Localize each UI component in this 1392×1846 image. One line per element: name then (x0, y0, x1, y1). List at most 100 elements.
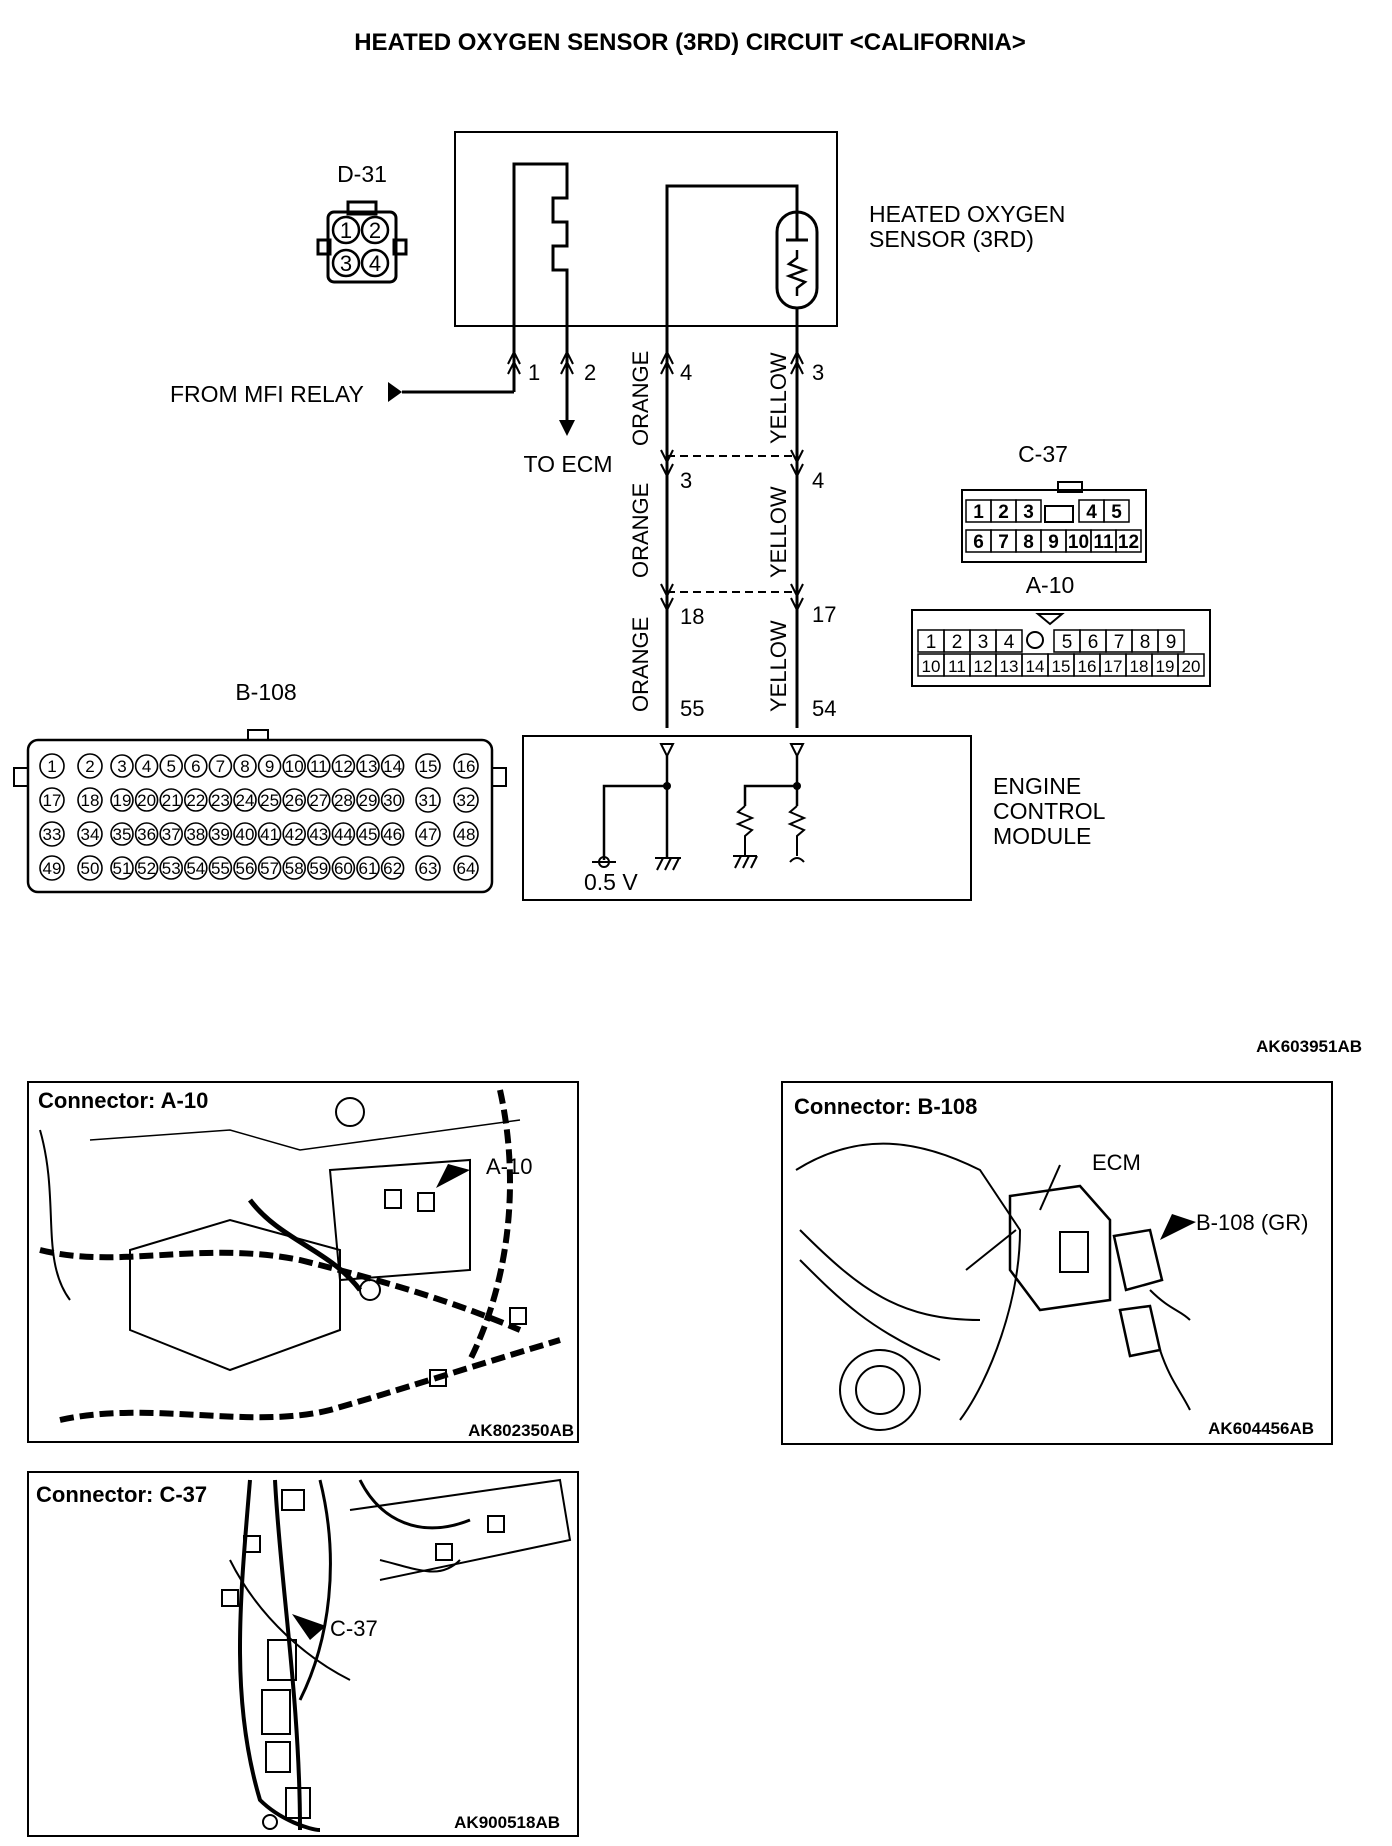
b108-pin (415, 787, 441, 813)
b108-pin-number: 40 (236, 825, 255, 844)
c37-pin-number: 11 (1093, 532, 1114, 553)
b108-pin-number: 55 (211, 859, 230, 878)
yellow-wire: YELLOW YELLOW YELLOW 3 4 17 54 (766, 349, 836, 728)
b108-pin (453, 855, 479, 881)
b108-pin-number: 26 (285, 791, 304, 810)
to-ecm-feed: 2 TO ECM (523, 349, 613, 477)
b108-pin-number: 54 (186, 859, 205, 878)
b108-pin (306, 754, 331, 778)
c37-pin-number: 3 (1023, 502, 1034, 523)
c37-pin-number: 6 (973, 532, 984, 553)
b108-pin (39, 821, 65, 847)
b108-pin-number: 24 (236, 791, 255, 810)
ecm-label-line3: MODULE (993, 823, 1091, 849)
b108-pin-number: 27 (309, 791, 328, 810)
a10-pin-number: 18 (1130, 657, 1149, 676)
panel-b108-ecm-label: ECM (1092, 1150, 1141, 1175)
b108-label: B-108 (235, 679, 296, 705)
b108-pin (110, 788, 134, 812)
b108-pin-number: 43 (309, 825, 328, 844)
b108-pin-number: 28 (334, 791, 353, 810)
a10-pin-number: 3 (978, 632, 989, 653)
b108-pin-number: 3 (117, 757, 126, 776)
b108-pin (380, 856, 405, 880)
b108-pin (159, 788, 183, 812)
panel-connector-b108: Connector: B-108 ECM B-108 (GR) AK604456… (781, 1081, 1333, 1445)
b108-pin-number: 7 (216, 757, 225, 776)
b108-pin-number: 35 (113, 825, 132, 844)
b108-pin-number: 44 (334, 825, 353, 844)
b108-pin-number: 5 (166, 757, 175, 776)
yellow-pin-a10: 17 (812, 602, 836, 627)
panel-connector-a10: Connector: A-10 A-10 AK802350AB (27, 1081, 579, 1443)
a10-pin-number: 13 (1000, 657, 1019, 676)
b108-pin (380, 822, 405, 846)
b108-pin-number: 10 (285, 757, 304, 776)
b108-pin (282, 856, 307, 880)
b108-pin-number: 31 (419, 791, 438, 810)
b108-pin (208, 856, 233, 880)
callout-arrow-icon (292, 1614, 326, 1640)
a10-pin-number: 10 (922, 657, 941, 676)
resistor-icon (787, 805, 807, 856)
orange-label-2: ORANGE (628, 483, 653, 578)
a10-pin-number: 15 (1052, 657, 1071, 676)
ecm-label-line2: CONTROL (993, 798, 1106, 824)
d31-connector-face: D-31 1 2 3 4 (316, 161, 408, 284)
b108-pin-number: 15 (419, 757, 438, 776)
b108-pin (257, 788, 282, 812)
a10-pin-number: 17 (1104, 657, 1123, 676)
ecm-voltage-label: 0.5 V (584, 869, 638, 895)
panel-c37-title: Connector: C-37 (36, 1482, 207, 1507)
b108-pin (306, 856, 331, 880)
b108-pin-number: 48 (457, 825, 476, 844)
b108-pin (134, 856, 159, 880)
a10-pin-cell (1157, 629, 1185, 653)
ecm-label-line1: ENGINE (993, 773, 1081, 799)
b108-pin (306, 788, 331, 812)
c37-pin-number: 12 (1118, 532, 1139, 553)
b108-pin (257, 856, 282, 880)
c37-pin-number: 7 (998, 532, 1009, 553)
b108-pin-number: 21 (162, 791, 181, 810)
d31-pin-3: 3 (340, 251, 352, 276)
from-mfi-relay-label: FROM MFI RELAY (170, 381, 364, 407)
b108-pin (257, 822, 282, 846)
b108-pin-number: 47 (419, 825, 438, 844)
b108-pin-number: 33 (43, 825, 62, 844)
yellow-pin-sensor: 3 (812, 360, 824, 385)
oxygen-sensor-box: HEATED OXYGEN SENSOR (3RD) (454, 131, 1065, 350)
b108-pin-number: 49 (43, 859, 62, 878)
callout-arrow-icon (1160, 1214, 1196, 1240)
b108-pin (77, 855, 103, 881)
resistor-icon (735, 805, 755, 856)
orange-pin-c37: 3 (680, 468, 692, 493)
c37-pin-cell (1015, 499, 1042, 523)
b108-pin-number: 52 (137, 859, 156, 878)
callout-arrow-icon (436, 1164, 470, 1188)
b108-pin (77, 787, 103, 813)
ecm-box: 0.5 V ENGINE CONTROL MODULE (522, 735, 1106, 901)
pin-1-label: 1 (528, 360, 540, 385)
b108-pin (331, 788, 356, 812)
b108-pin (159, 856, 183, 880)
a10-pin-number: 9 (1166, 632, 1177, 653)
b108-pin (233, 788, 257, 812)
b108-pin (356, 856, 380, 880)
d31-label: D-31 (337, 161, 387, 187)
panel-b108-ref: AK604456AB (1208, 1419, 1314, 1438)
b108-pin-number: 20 (137, 791, 156, 810)
b108-pin-number: 60 (334, 859, 353, 878)
a10-pin-number: 20 (1182, 657, 1201, 676)
b108-pin-number: 9 (265, 757, 274, 776)
b108-pin (134, 822, 159, 846)
panel-a10-callout: A-10 (486, 1154, 532, 1179)
panel-a10-ref: AK802350AB (468, 1421, 574, 1440)
sensor-label-line2: SENSOR (3RD) (869, 226, 1034, 252)
a10-pin-number: 16 (1078, 657, 1097, 676)
a10-pin-number: 7 (1114, 632, 1125, 653)
